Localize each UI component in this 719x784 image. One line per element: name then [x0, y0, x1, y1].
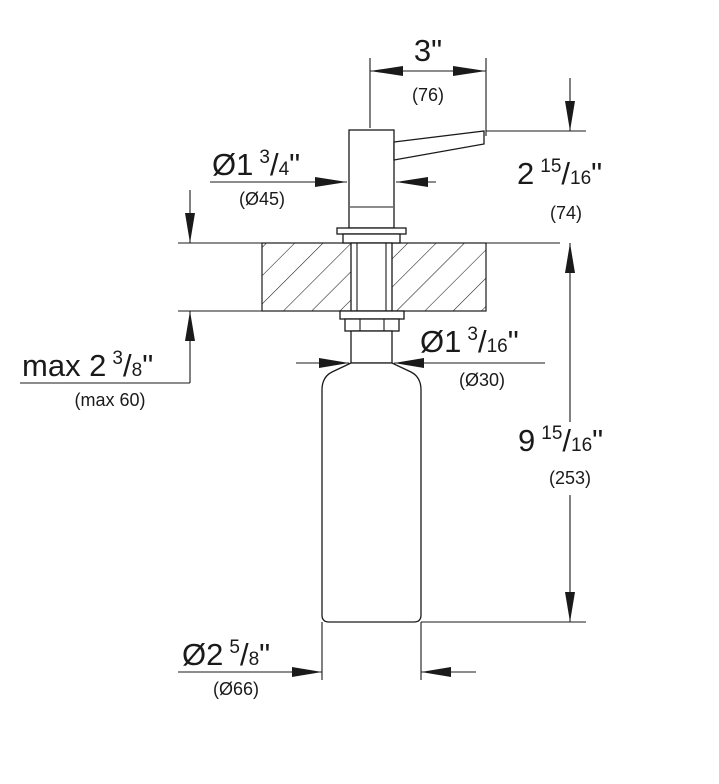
spout-width-value: 3: [414, 33, 431, 68]
svg-text:Ø25/8": Ø25/8": [182, 637, 270, 672]
svg-text:3": 3": [414, 33, 442, 68]
head-height-denominator: 16: [570, 168, 591, 189]
head-height-metric: (74): [550, 203, 582, 223]
head-diameter-numerator: 3: [259, 147, 270, 168]
bottle-length-metric: (253): [549, 468, 591, 488]
head-height-unit: ": [591, 156, 602, 191]
soap-bottle: [321, 330, 422, 623]
head-diameter-prefix: Ø1: [212, 147, 253, 182]
shank-diameter-prefix: Ø1: [420, 324, 461, 359]
shank-diameter-metric: (Ø30): [459, 370, 505, 390]
head-diameter-metric: (Ø45): [239, 189, 285, 209]
svg-text:915/16": 915/16": [518, 423, 603, 458]
spout-width-metric: (76): [412, 85, 444, 105]
dispenser-head: [336, 129, 485, 244]
bottle-diameter-prefix: Ø2: [182, 637, 223, 672]
svg-text:215/16": 215/16": [517, 156, 602, 191]
bottle-length-numerator: 15: [541, 423, 562, 444]
bottle-length-whole: 9: [518, 423, 535, 458]
bottle-length-unit: ": [592, 423, 603, 458]
countertop-max-unit: ": [142, 348, 153, 383]
bottle-diameter-unit: ": [259, 637, 270, 672]
bottle-diameter-denominator: 8: [249, 649, 260, 670]
head-diameter-denominator: 4: [279, 159, 290, 180]
spout-width-label: 3" (76): [412, 33, 444, 105]
head-height-numerator: 15: [540, 156, 561, 177]
countertop-max-denominator: 8: [132, 360, 143, 381]
shank-diameter-numerator: 3: [467, 324, 478, 345]
bottle-length-denominator: 16: [571, 435, 592, 456]
countertop-max-prefix: max 2: [22, 348, 106, 383]
dispenser-shank: [350, 242, 393, 312]
mounting-nut: [339, 310, 405, 332]
countertop-max-metric: (max 60): [74, 390, 145, 410]
dimension-lines: [20, 58, 586, 680]
bottle-diameter-metric: (Ø66): [213, 679, 259, 699]
head-diameter-unit: ": [289, 147, 300, 182]
shank-diameter-unit: ": [508, 324, 519, 359]
svg-text:Ø13/4": Ø13/4": [212, 147, 300, 182]
shank-diameter-denominator: 16: [487, 336, 508, 357]
spout-width-unit: ": [431, 33, 442, 68]
svg-text:Ø13/16": Ø13/16": [420, 324, 519, 359]
bottle-diameter-numerator: 5: [229, 637, 240, 658]
head-height-whole: 2: [517, 156, 534, 191]
svg-text:max 23/8": max 23/8": [22, 348, 153, 383]
countertop-max-numerator: 3: [112, 348, 123, 369]
